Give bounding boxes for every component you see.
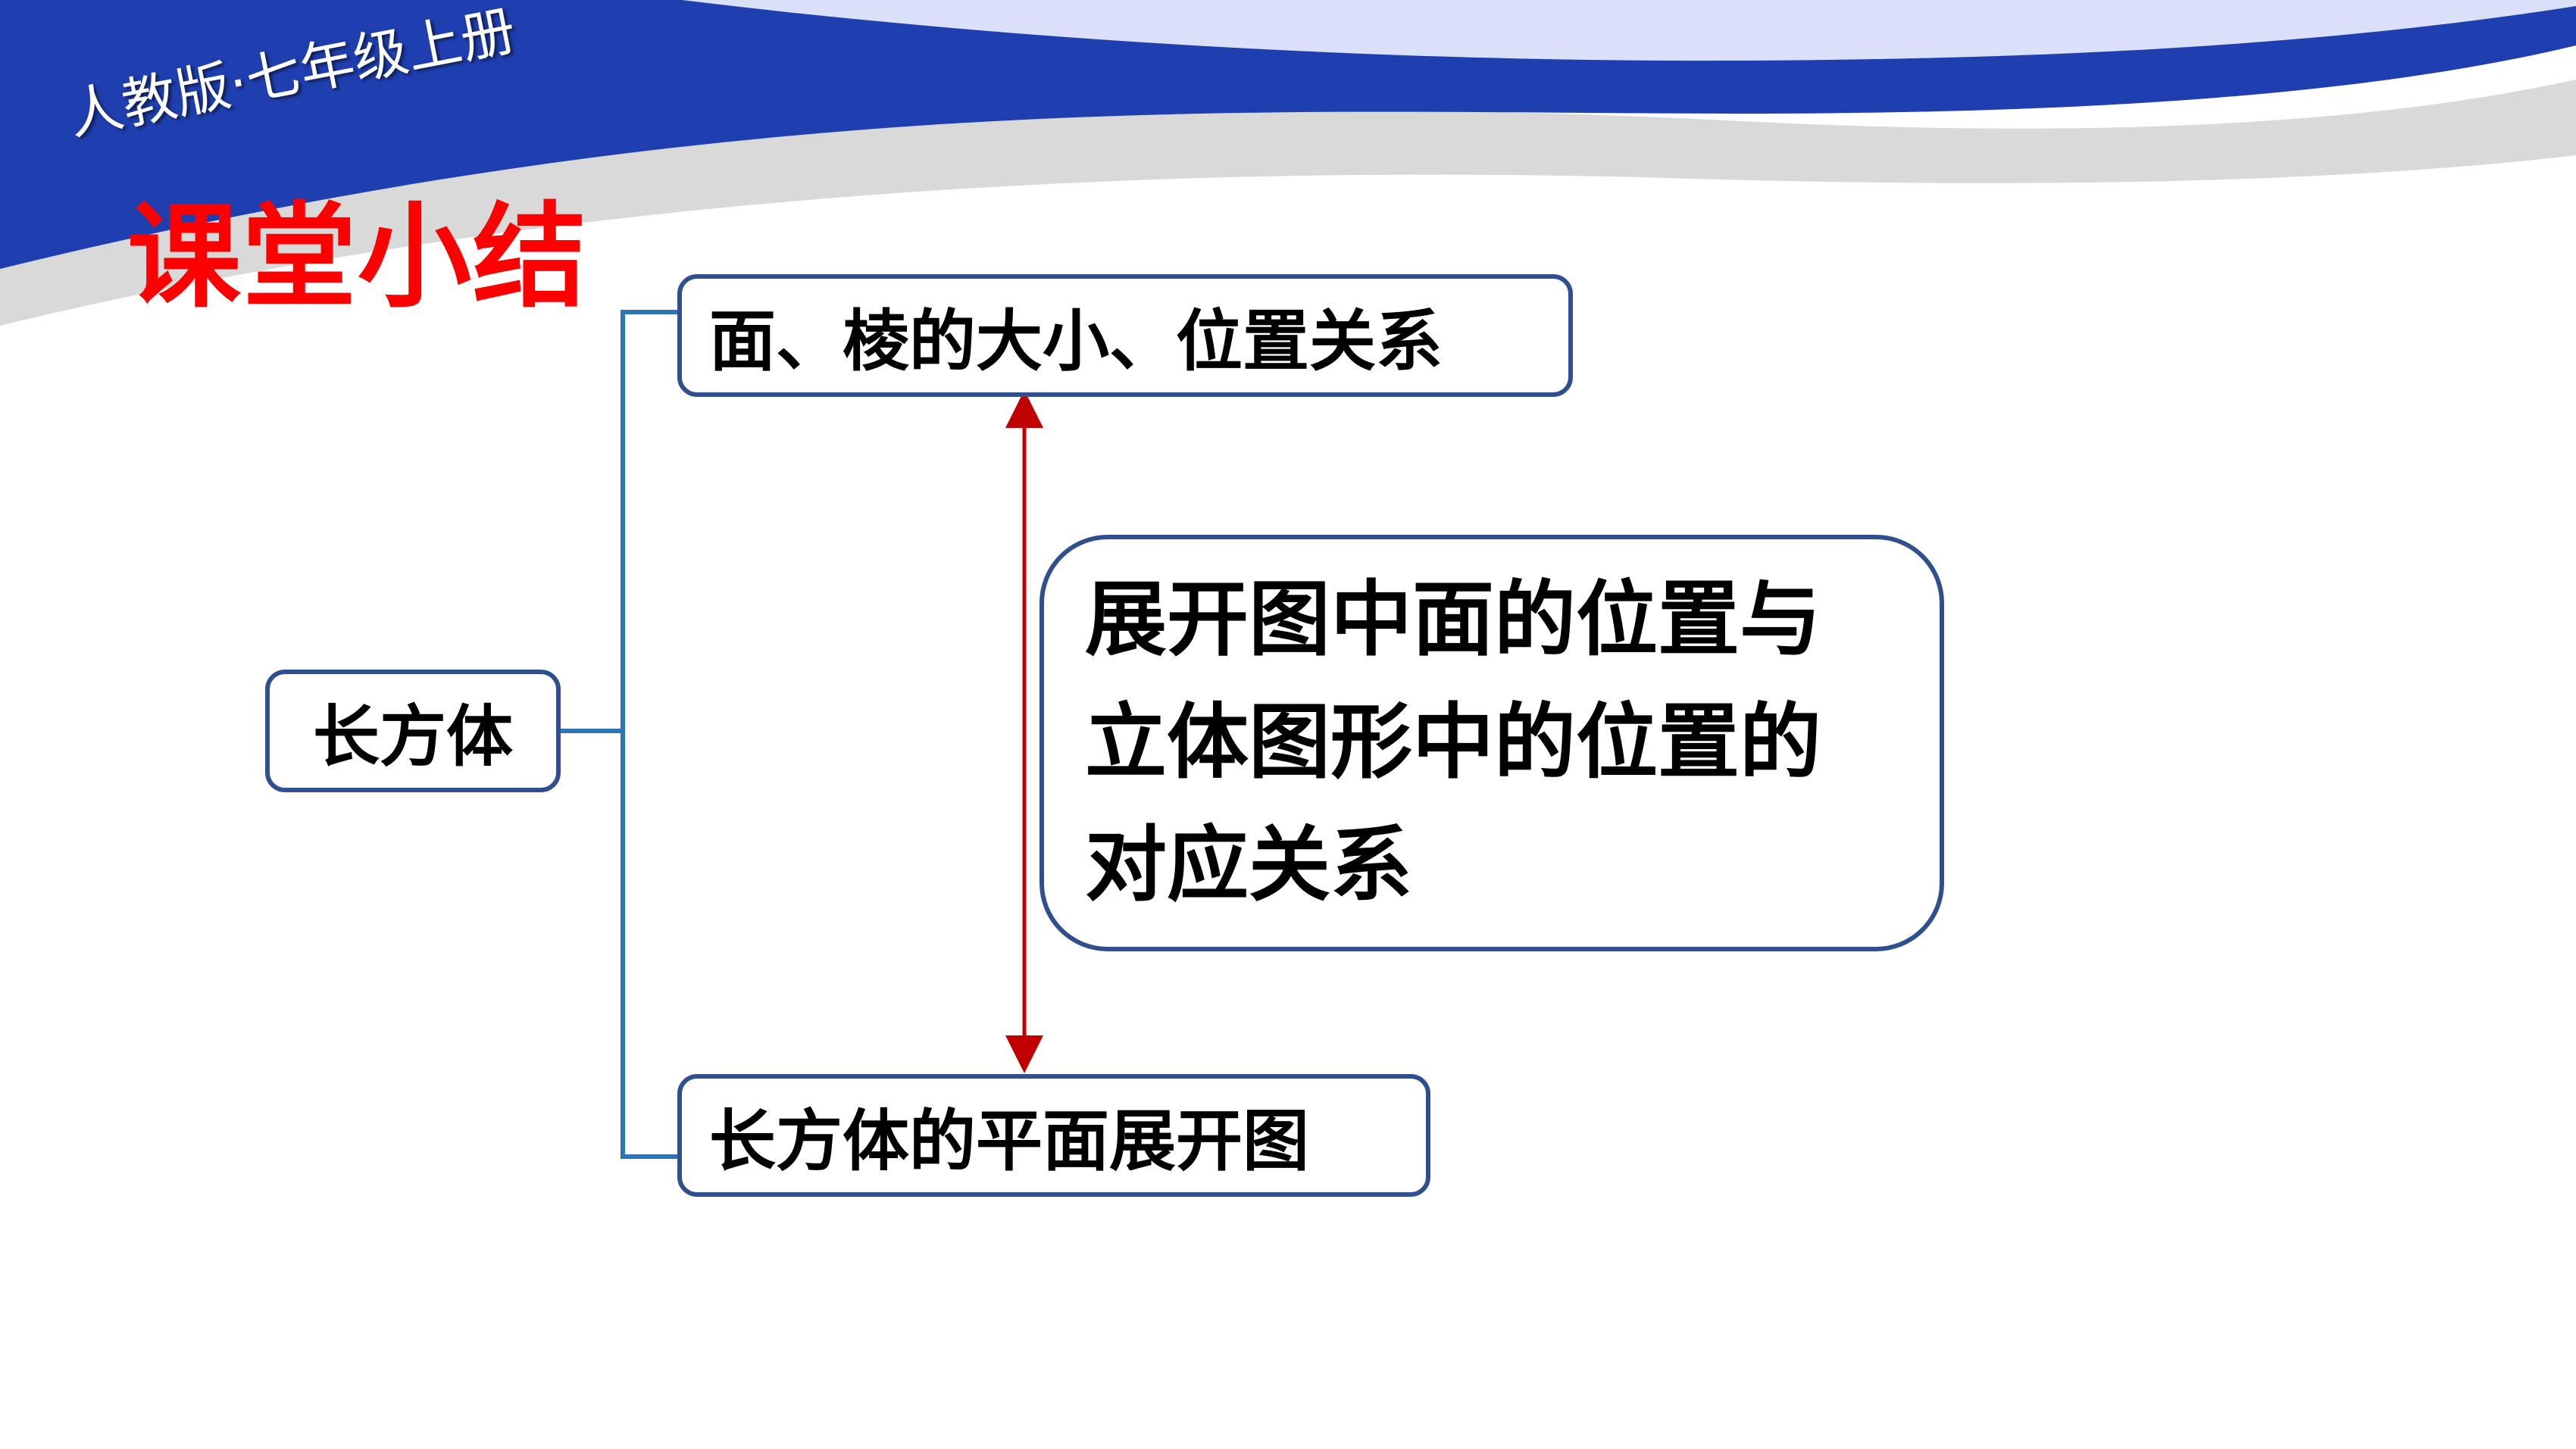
banner-light-stripe — [682, 0, 2576, 61]
root-node: 长方体 — [265, 670, 561, 792]
bracket-connector — [561, 310, 677, 1159]
header-banner — [0, 0, 2576, 326]
relation-note-text: 展开图中面的位置与立体图形中的位置的对应关系 — [1085, 573, 1822, 913]
root-node-label: 长方体 — [312, 697, 513, 776]
branch-node-label: 长方体的平面展开图 — [709, 1101, 1310, 1180]
branch-node-label: 面、棱的大小、位置关系 — [709, 301, 1443, 380]
relation-note-box: 展开图中面的位置与立体图形中的位置的对应关系 — [1039, 535, 1944, 951]
branch-node-faces-edges: 面、棱的大小、位置关系 — [677, 274, 1573, 397]
page-title: 课堂小结 — [127, 192, 589, 323]
branch-node-net: 长方体的平面展开图 — [677, 1074, 1430, 1197]
banner-blue-band — [0, 0, 2576, 269]
